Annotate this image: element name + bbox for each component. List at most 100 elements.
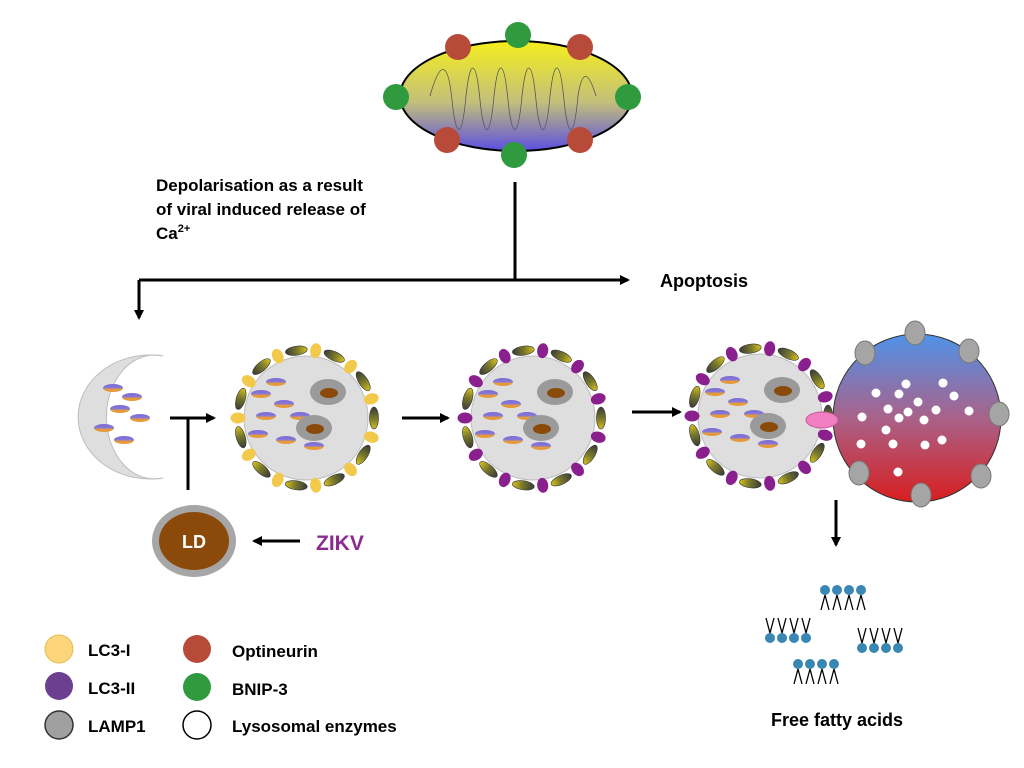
lc3-ii-marker bbox=[590, 431, 606, 443]
membrane-lc3-marker bbox=[235, 387, 247, 410]
membrane-lc3-shape bbox=[355, 371, 371, 392]
legend-label-optineurin: Optineurin bbox=[232, 642, 318, 661]
engulfed-lipid bbox=[533, 424, 551, 434]
ld-to-autophagy-link bbox=[170, 413, 216, 490]
cargo-vesicle bbox=[710, 410, 730, 418]
cargo-vesicle bbox=[758, 440, 778, 448]
cargo-vesicle bbox=[531, 442, 551, 450]
cargo-vesicle bbox=[493, 378, 513, 386]
lysosomal-enzymes bbox=[856, 378, 974, 477]
fatty-acid-head bbox=[765, 633, 775, 643]
lc3-i-marker bbox=[344, 359, 357, 374]
membrane-lc3-shape bbox=[285, 345, 308, 356]
autophagosome-fusing bbox=[684, 341, 833, 491]
cargo-vesicle bbox=[730, 434, 750, 442]
membrane-lc3-shape bbox=[777, 347, 799, 361]
membrane-lc3-marker bbox=[369, 406, 379, 430]
legend-label-lysosomal-enzymes: Lysosomal enzymes bbox=[232, 717, 397, 736]
fusion-point bbox=[805, 411, 839, 429]
lysosomal-enzyme bbox=[937, 435, 947, 445]
lysosomal-enzyme bbox=[894, 413, 904, 423]
free-fatty-acids-group bbox=[765, 585, 903, 685]
membrane-lc3-shape bbox=[706, 356, 725, 373]
lc3-ii-marker bbox=[537, 343, 549, 359]
mitochondrion-outer-membrane bbox=[399, 40, 633, 152]
mitochondrion-arrows bbox=[134, 182, 630, 320]
autophagosome-lc3-i bbox=[230, 343, 379, 493]
lc3-i-marker bbox=[241, 375, 256, 388]
membrane-lc3-shape bbox=[512, 345, 535, 356]
legend-swatch-bnip3 bbox=[183, 673, 211, 701]
lysosomal-enzyme bbox=[888, 439, 898, 449]
fatty-acid-head bbox=[789, 633, 799, 643]
membrane-lc3-marker bbox=[550, 473, 572, 487]
lc3-ii-marker bbox=[537, 477, 549, 493]
bnip3-receptor bbox=[505, 22, 531, 48]
cargo-vesicle bbox=[130, 414, 150, 422]
lysosomal-enzyme bbox=[938, 378, 948, 388]
membrane-lc3-shape bbox=[479, 461, 498, 478]
lysosomal-enzyme bbox=[903, 407, 913, 417]
depolarisation-note: Depolarisation as a result of viral indu… bbox=[156, 176, 366, 243]
calcium-symbol: Ca bbox=[156, 224, 178, 243]
lysosomal-enzyme bbox=[913, 397, 923, 407]
cargo-vesicle bbox=[114, 436, 134, 444]
fatty-acid-head bbox=[829, 659, 839, 669]
membrane-lc3-shape bbox=[596, 406, 606, 430]
membrane-lc3-shape bbox=[355, 444, 371, 465]
engulfed-lipid bbox=[320, 388, 338, 398]
engulfed-lipid bbox=[760, 422, 778, 432]
apoptosis-label: Apoptosis bbox=[660, 271, 748, 291]
membrane-lc3-marker bbox=[462, 426, 474, 449]
fatty-acid-head bbox=[869, 643, 879, 653]
legend-label-bnip3: BNIP-3 bbox=[232, 680, 288, 699]
fatty-acid-tail bbox=[844, 594, 854, 611]
membrane-lc3-shape bbox=[689, 385, 701, 408]
membrane-lc3-marker bbox=[323, 349, 345, 363]
lamp1-marker bbox=[848, 460, 870, 486]
fatty-acid-tail bbox=[869, 627, 879, 644]
membrane-lc3-marker bbox=[706, 356, 725, 373]
lamp1-marker bbox=[910, 482, 932, 508]
membrane-lc3-marker bbox=[252, 358, 271, 375]
lysosomal-enzyme bbox=[920, 440, 930, 450]
membrane-lc3-marker bbox=[479, 358, 498, 375]
bnip3-receptor bbox=[615, 84, 641, 110]
lc3-ii-marker bbox=[498, 348, 511, 364]
cargo-vesicle bbox=[94, 424, 114, 432]
membrane-lc3-marker bbox=[462, 387, 474, 410]
membrane-lc3-shape bbox=[235, 387, 247, 410]
lamp1-marker bbox=[970, 463, 992, 489]
lysosomal-enzyme bbox=[964, 406, 974, 416]
lc3-ii-marker bbox=[695, 373, 710, 386]
lc3-ii-marker bbox=[571, 462, 584, 477]
cargo-vesicle bbox=[475, 430, 495, 438]
lc3-i-marker bbox=[241, 448, 256, 461]
legend-label-lc3-i: LC3-I bbox=[88, 641, 131, 660]
cargo-vesicle bbox=[705, 388, 725, 396]
fatty-acid-head bbox=[893, 643, 903, 653]
fatty-acid-tail bbox=[765, 617, 775, 634]
optineurin-receptor bbox=[445, 34, 471, 60]
legend-swatch-lysosomal-enzymes bbox=[182, 710, 212, 740]
lysosomal-enzyme bbox=[949, 391, 959, 401]
fatty-acid-tail bbox=[893, 627, 903, 644]
lc3-ii-marker bbox=[571, 359, 584, 374]
membrane-lc3-shape bbox=[809, 442, 825, 463]
fatty-acid-tail bbox=[820, 594, 830, 611]
fatty-acid-tail bbox=[832, 594, 842, 611]
cargo-vesicle bbox=[728, 398, 748, 406]
fatty-acid-tail bbox=[805, 668, 815, 685]
fatty-acid-tail bbox=[881, 627, 891, 644]
cargo-vesicle bbox=[478, 390, 498, 398]
lysosomal-enzyme bbox=[901, 379, 911, 389]
membrane-lc3-marker bbox=[706, 459, 725, 476]
lc3-ii-marker bbox=[817, 429, 833, 441]
engulfed-lipid bbox=[547, 388, 565, 398]
membrane-lc3-shape bbox=[235, 426, 247, 449]
lc3-ii-marker bbox=[498, 472, 511, 488]
lysosomal-enzyme bbox=[856, 439, 866, 449]
lc3-ii-marker bbox=[457, 412, 473, 424]
legend-label-lamp1: LAMP1 bbox=[88, 717, 146, 736]
